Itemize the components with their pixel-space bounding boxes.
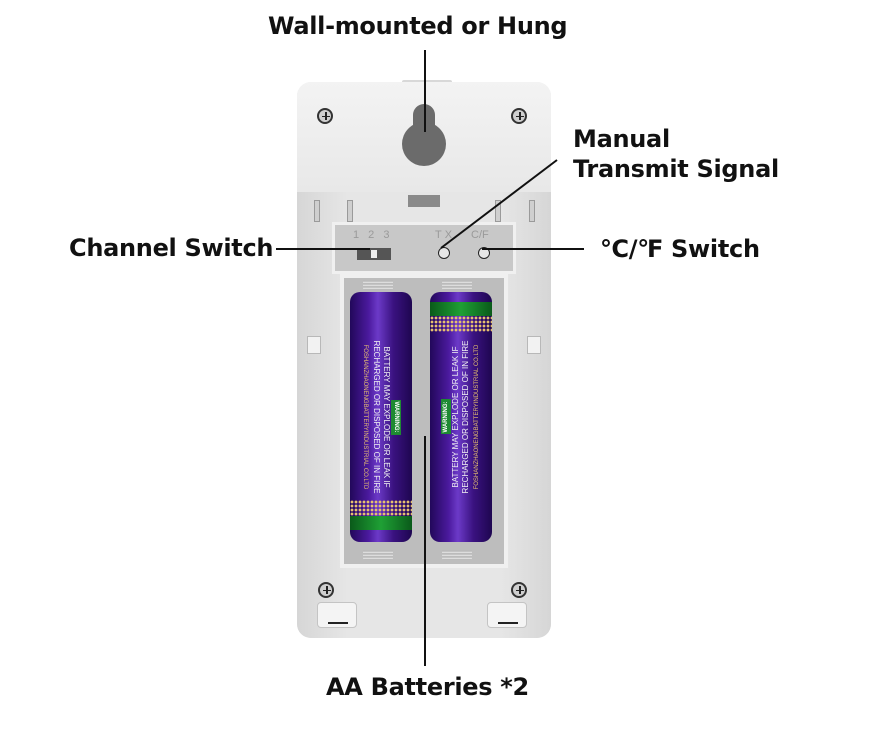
channel-switch-knob[interactable] xyxy=(371,250,377,258)
channel-switch[interactable] xyxy=(357,248,391,260)
tx-label: TX xyxy=(435,229,456,241)
foot xyxy=(317,602,357,628)
manual-transmit-label-2: Transmit Signal xyxy=(573,155,779,183)
spring-icon xyxy=(363,550,393,560)
channel-numbers: 1 2 3 xyxy=(353,229,393,241)
clip xyxy=(314,200,320,222)
spring-icon xyxy=(363,280,393,290)
screw-icon xyxy=(317,108,333,124)
manual-transmit-label-1: Manual xyxy=(573,125,670,153)
clip xyxy=(495,200,501,222)
screw-icon xyxy=(511,582,527,598)
clip xyxy=(529,200,535,222)
batteries-label: AA Batteries *2 xyxy=(326,673,529,701)
battery-compartment: WARNING: BATTERY MAY EXPLODE OR LEAK IF … xyxy=(340,274,508,568)
side-tab xyxy=(307,336,321,354)
cf-label: C/F xyxy=(471,229,489,241)
leader-line-batteries xyxy=(424,436,426,666)
leader-line-wall xyxy=(424,50,426,132)
channel-switch-label: Channel Switch xyxy=(69,234,274,262)
battery-left: WARNING: BATTERY MAY EXPLODE OR LEAK IF … xyxy=(350,292,412,542)
leader-line-channel xyxy=(276,248,370,250)
clip xyxy=(347,200,353,222)
screw-icon xyxy=(318,582,334,598)
screw-icon xyxy=(511,108,527,124)
side-tab xyxy=(527,336,541,354)
tx-button[interactable] xyxy=(438,247,450,259)
spring-icon xyxy=(442,550,472,560)
leader-line-cf xyxy=(482,248,584,250)
wall-mount-label: Wall-mounted or Hung xyxy=(268,12,568,40)
temp-unit-switch-label: ℃/℉ Switch xyxy=(600,235,760,263)
latch-slot xyxy=(408,195,440,207)
spring-icon xyxy=(442,280,472,290)
cf-button[interactable] xyxy=(478,247,490,259)
foot xyxy=(487,602,527,628)
battery-right: WARNING: BATTERY MAY EXPLODE OR LEAK IF … xyxy=(430,292,492,542)
